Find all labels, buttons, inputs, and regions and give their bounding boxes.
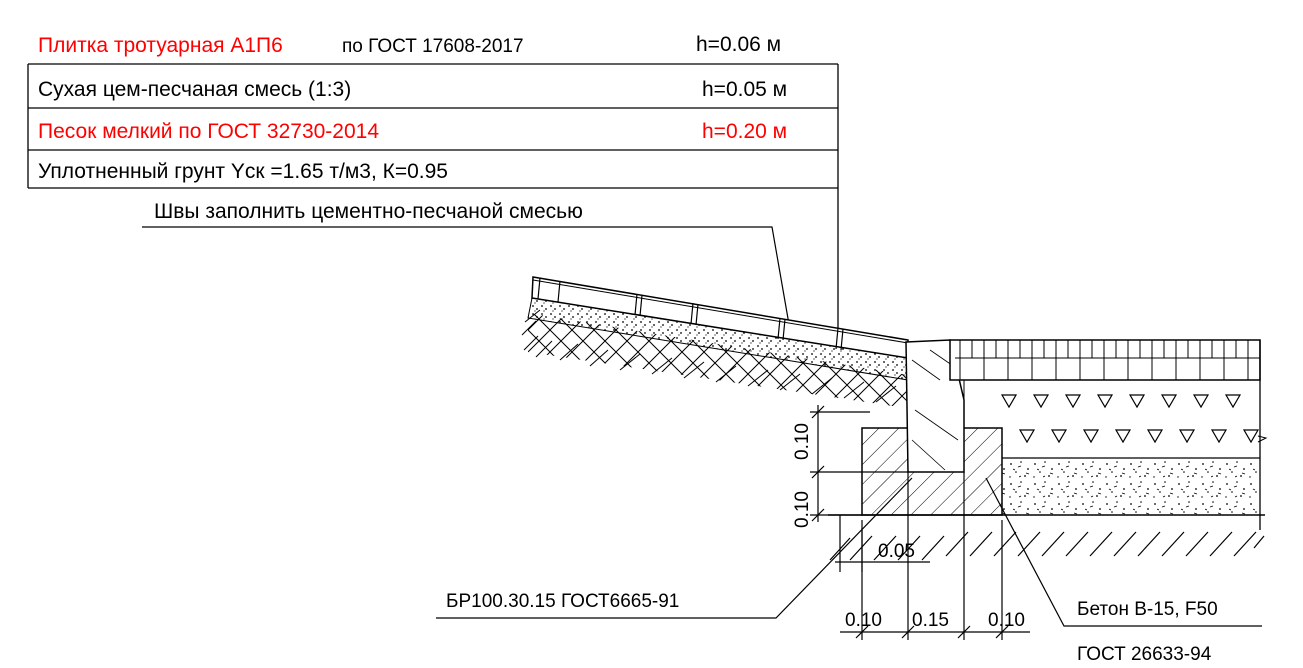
vertical-dimensions: [810, 405, 908, 522]
curb-label: БР100.30.15 ГОСТ6665-91: [446, 591, 679, 612]
layer-3-thickness: h=0.20 м: [702, 120, 787, 143]
layer-1-standard: по ГОСТ 17608-2017: [342, 36, 524, 57]
dim-vertical-lower: 0.10: [792, 491, 813, 528]
dim-bottom-left: 0.10: [845, 610, 882, 631]
layer-table: Плитка тротуарная А1П6 по ГОСТ 17608-201…: [27, 33, 839, 345]
layer-4-name: Уплотненный грунт Yск =1.65 т/м3, К=0.95: [38, 160, 448, 183]
joints-note: Швы заполнить цементно-песчаной смесью: [154, 200, 583, 223]
dim-vertical-upper: 0.10: [792, 423, 813, 460]
dim-bottom-right: 0.10: [988, 610, 1025, 631]
concrete-standard: ГОСТ 26633-94: [1077, 644, 1212, 665]
layer-1-name: Плитка тротуарная А1П6: [38, 34, 283, 57]
layer-2-thickness: h=0.05 м: [702, 78, 787, 101]
curb-callout: БР100.30.15 ГОСТ6665-91: [436, 477, 913, 619]
layer-3-name: Песок мелкий по ГОСТ 32730-2014: [38, 120, 379, 143]
right-pavement: [949, 339, 1268, 530]
layer-1-thickness: h=0.06 м: [696, 33, 781, 56]
layer-2-name: Сухая цем-песчаная смесь (1:3): [38, 78, 351, 101]
sloped-pavement: [521, 276, 909, 408]
joints-callout: Швы заполнить цементно-песчаной смесью: [142, 200, 791, 331]
concrete-label: Бетон В-15, F50: [1077, 599, 1218, 620]
concrete-callout: Бетон В-15, F50 ГОСТ 26633-94: [985, 477, 1262, 665]
dim-offset: 0.05: [878, 541, 915, 562]
dim-bottom-mid: 0.15: [912, 610, 949, 631]
bottom-dimensions: [840, 472, 1030, 640]
